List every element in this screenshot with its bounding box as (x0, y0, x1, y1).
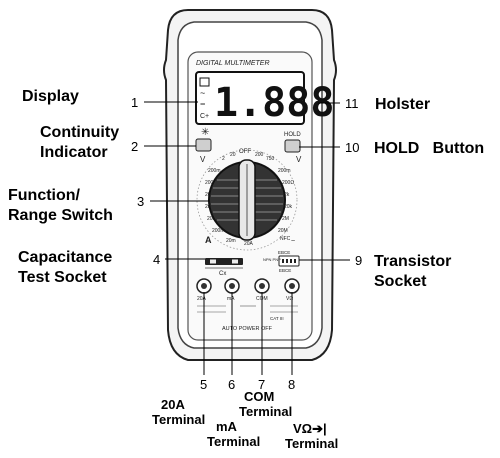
svg-text:✳: ✳ (201, 127, 209, 138)
svg-text:200: 200 (255, 152, 264, 158)
off-label: OFF (239, 149, 251, 155)
svg-text:2: 2 (222, 156, 225, 162)
callout-number-4: 4 (153, 252, 160, 267)
svg-text:A: A (205, 235, 212, 245)
label-hold-button: HOLD Button (374, 140, 484, 157)
label-transistor-line2: Socket (374, 273, 427, 290)
svg-text:20k: 20k (284, 204, 293, 210)
svg-text:2m: 2m (205, 204, 212, 210)
svg-text:−: − (200, 99, 205, 109)
continuity-indicator[interactable] (195, 138, 212, 152)
label-function-line2: Range Switch (8, 207, 113, 224)
auto-power-off-label: AUTO POWER OFF (222, 326, 273, 332)
label-capacitance-line1: Capacitance (18, 249, 112, 266)
svg-text:200: 200 (205, 180, 214, 186)
svg-text:20m: 20m (207, 216, 217, 222)
svg-text:20M: 20M (278, 228, 288, 234)
label-ma-line1: mA (216, 419, 238, 434)
callout-number-9: 9 (355, 253, 362, 268)
label-continuity-line2: Indicator (40, 144, 108, 161)
svg-text:200m: 200m (278, 168, 291, 174)
callout-number-7: 7 (258, 377, 265, 392)
label-continuity-line1: Continuity (40, 124, 119, 141)
hold-button[interactable] (284, 139, 301, 153)
label-com-line1: COM (244, 389, 274, 404)
svg-text:200m: 200m (208, 168, 221, 174)
ebce-bottom: EBCE (279, 268, 291, 273)
cx-label: Cx (219, 271, 226, 277)
transistor-socket[interactable] (278, 255, 300, 267)
svg-text:V: V (296, 155, 302, 164)
callout-number-11: 11 (345, 96, 359, 111)
callout-number-6: 6 (228, 377, 235, 392)
svg-text:~: ~ (291, 238, 295, 245)
brand-label: DIGITAL MULTIMETER (196, 60, 270, 67)
callout-number-5: 5 (200, 377, 207, 392)
jack-com[interactable] (254, 278, 270, 294)
jack-ma-label: mA (227, 296, 235, 302)
svg-text:C+: C+ (200, 113, 209, 120)
label-ma-line2: Terminal (207, 434, 260, 449)
svg-text:2M: 2M (282, 216, 289, 222)
label-transistor-line1: Transistor (374, 253, 451, 270)
jack-v[interactable] (284, 278, 300, 294)
callout-number-1: 1 (131, 95, 138, 110)
label-v-line2: Terminal (285, 436, 338, 451)
label-holster: Holster (375, 96, 430, 113)
label-v-line1: VΩ➔| (293, 421, 327, 436)
svg-text:200m: 200m (212, 228, 225, 234)
jack-20a-label: 20A (197, 296, 207, 302)
callout-number-2: 2 (131, 139, 138, 154)
label-20a-line2: Terminal (152, 412, 205, 427)
label-com-line2: Terminal (239, 404, 292, 419)
display-readout: 1.888 (214, 80, 334, 126)
jack-ma[interactable] (224, 278, 240, 294)
svg-text:~: ~ (200, 88, 205, 98)
svg-text:750: 750 (266, 156, 275, 162)
label-function-line1: Function/ (8, 187, 81, 204)
hold-label: HOLD (284, 132, 301, 138)
callout-number-3: 3 (137, 194, 144, 209)
svg-text:2k: 2k (284, 192, 290, 198)
ebce-top: EBCE (278, 250, 290, 255)
jack-20a[interactable] (196, 278, 212, 294)
nfc-label: NFC (280, 236, 291, 242)
svg-text:20m: 20m (226, 238, 236, 244)
npn-pnp-label: NPN PNP (263, 257, 281, 262)
callout-number-8: 8 (288, 377, 295, 392)
label-capacitance-line2: Test Socket (18, 269, 107, 286)
cat-label: CAT III (270, 316, 284, 321)
callout-number-10: 10 (345, 140, 359, 155)
label-display: Display (22, 88, 79, 105)
svg-text:20: 20 (230, 152, 236, 158)
lcd-display (195, 71, 305, 125)
svg-text:V: V (200, 155, 206, 164)
label-20a-line1: 20A (161, 397, 185, 412)
svg-text:200Ω: 200Ω (282, 180, 294, 186)
jack-v-label: VΩ (286, 296, 293, 302)
svg-text:20A: 20A (244, 241, 254, 247)
